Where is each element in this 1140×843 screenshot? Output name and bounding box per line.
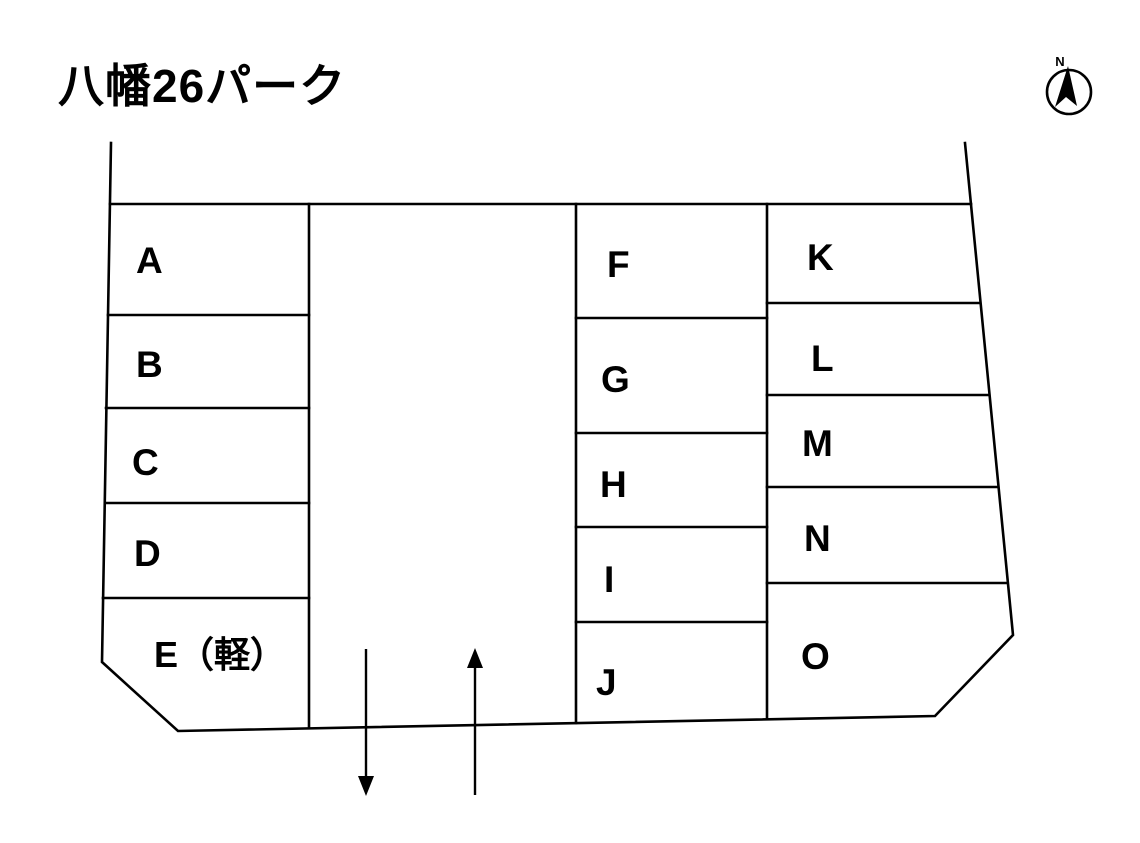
stall-label-n: N xyxy=(804,518,831,559)
column-dividers xyxy=(307,202,769,730)
middle-column-dividers xyxy=(574,316,769,624)
flow-arrows xyxy=(358,648,483,796)
stall-label-m: M xyxy=(802,423,833,464)
stall-label-o: O xyxy=(801,636,830,677)
stall-label-d: D xyxy=(134,533,161,574)
compass-icon: N xyxy=(1045,54,1093,116)
stall-label-i: I xyxy=(604,559,614,600)
compass-north-label: N xyxy=(1055,54,1064,69)
left-column-dividers xyxy=(101,313,311,600)
stall-label-g: G xyxy=(601,359,630,400)
stall-labels: A B C D E（軽） F G H I J K L M N O xyxy=(132,237,834,703)
stall-label-c: C xyxy=(132,442,159,483)
exit-arrow xyxy=(358,649,374,796)
stall-label-a: A xyxy=(136,240,163,281)
page-title: 八幡26パーク xyxy=(58,60,347,112)
lot-outline xyxy=(100,141,1015,733)
right-column-dividers xyxy=(765,301,1009,585)
stall-label-f: F xyxy=(607,244,630,285)
stall-label-l: L xyxy=(811,338,834,379)
stall-label-j: J xyxy=(596,662,617,703)
stall-label-e-kei: E（軽） xyxy=(154,634,286,675)
entrance-arrow xyxy=(467,648,483,795)
stall-label-h: H xyxy=(600,464,627,505)
stall-label-k: K xyxy=(807,237,834,278)
stall-label-b: B xyxy=(136,344,163,385)
